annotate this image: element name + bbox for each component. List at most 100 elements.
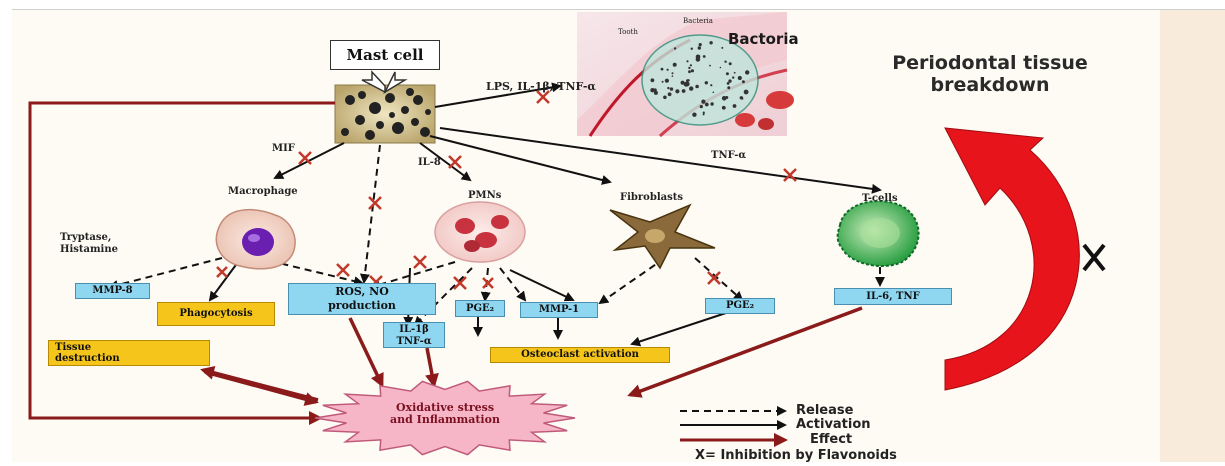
- title: Periodontal tissue breakdown: [870, 52, 1110, 96]
- mast-cell-image: [335, 85, 435, 143]
- bacterium: [732, 76, 734, 78]
- bacterium: [722, 106, 726, 110]
- mast-cell-box: Mast cell: [330, 40, 440, 70]
- il1-line-1: IL-1β: [384, 324, 444, 336]
- bacterium: [698, 46, 701, 49]
- bacterium: [733, 104, 737, 108]
- mmp8-box: MMP-8: [75, 283, 150, 299]
- bacterium: [662, 81, 664, 83]
- mif-label: MIF: [272, 143, 295, 154]
- legend-effect: Effect: [810, 432, 852, 447]
- bacterium: [742, 80, 745, 83]
- tryptase-label: Tryptase, Histamine: [60, 232, 118, 256]
- legend-release: Release: [796, 403, 853, 418]
- pge-box-b: PGE₂: [705, 298, 775, 314]
- granule: [389, 112, 395, 118]
- bacterium: [700, 105, 703, 108]
- macrophage-cell: [216, 210, 295, 269]
- granule: [355, 115, 365, 125]
- bacteria-small-label: Bacteria: [683, 17, 713, 25]
- bacteria-label: Bactoria: [728, 30, 799, 48]
- bacterium: [675, 89, 679, 93]
- osteoclast-box: Osteoclast activation: [490, 347, 670, 363]
- bacterium: [741, 97, 743, 99]
- bacterium: [726, 72, 729, 75]
- bacterium: [728, 79, 731, 82]
- bacterium: [670, 87, 673, 90]
- granule: [341, 128, 349, 136]
- bacterium: [688, 67, 690, 69]
- bacterium: [744, 90, 749, 95]
- ros-line-1: ROS, NO: [289, 285, 435, 299]
- t-cell: [838, 201, 919, 266]
- bacterium: [699, 43, 702, 46]
- bacterium: [695, 85, 699, 89]
- il1-line-2: TNF-α: [384, 336, 444, 348]
- bacterium: [709, 65, 711, 67]
- phagocytosis-box: Phagocytosis: [157, 302, 275, 326]
- granule: [425, 109, 431, 115]
- pge-box-a: PGE₂: [455, 300, 505, 317]
- granule: [376, 121, 384, 129]
- pmns-label: PMNs: [468, 190, 501, 201]
- tissue-line-2: destruction: [55, 353, 209, 364]
- tnf-label: TNF-α: [711, 150, 746, 161]
- bacterium: [703, 112, 705, 114]
- bacterium: [713, 92, 715, 94]
- oxidative-stress-label: Oxidative stress and Inflammation: [380, 402, 510, 426]
- fibroblast-cell: [610, 205, 715, 268]
- bacterium: [710, 84, 712, 86]
- bacterium: [688, 70, 691, 73]
- bacterium: [681, 81, 685, 85]
- oxidative-line-2: and Inflammation: [380, 414, 510, 426]
- bacterium: [667, 69, 669, 71]
- bacterium: [729, 62, 732, 65]
- effect-back-arrow: [205, 372, 316, 402]
- il6-box: IL-6, TNF: [834, 288, 952, 305]
- bacterium: [663, 96, 667, 100]
- tissue-destruction-box: Tissue destruction: [48, 340, 210, 366]
- fibroblasts-label: Fibroblasts: [620, 192, 683, 203]
- bacterium: [724, 61, 726, 63]
- mmp1-box: MMP-1: [520, 302, 598, 318]
- bacterium: [651, 78, 655, 82]
- bacterium: [685, 82, 690, 87]
- bacterium: [673, 63, 677, 67]
- il1-box: IL-1β TNF-α: [383, 322, 445, 348]
- bacterium: [703, 113, 705, 115]
- tryptase-line-1: Tryptase,: [60, 232, 118, 244]
- bacterium: [682, 89, 686, 93]
- bacterium: [710, 102, 713, 105]
- bacterium: [727, 86, 730, 89]
- il8-label: IL-8: [418, 157, 441, 168]
- bacterium: [690, 64, 692, 66]
- inhibition-x: [483, 278, 493, 288]
- bacterium: [696, 55, 701, 60]
- bacterium: [650, 88, 654, 92]
- tryptase-line-2: Histamine: [60, 244, 118, 256]
- bacterium: [701, 100, 705, 104]
- bacterium: [720, 67, 722, 69]
- inhibition-x: [337, 264, 349, 276]
- granule: [345, 95, 355, 105]
- tissue-line-1: Tissue: [55, 342, 209, 353]
- legend-activation: Activation: [796, 417, 871, 432]
- granule: [369, 102, 381, 114]
- title-line-2: breakdown: [870, 74, 1110, 96]
- inhibition-x: [784, 169, 796, 181]
- bacterium: [665, 79, 669, 83]
- bacterium: [709, 41, 712, 44]
- legend-inhibition: X= Inhibition by Flavonoids: [695, 448, 897, 463]
- bacterium: [672, 75, 674, 77]
- granule: [401, 106, 409, 114]
- granule: [420, 127, 430, 137]
- bacterium: [705, 81, 708, 84]
- bacterium: [686, 60, 688, 62]
- bacterium: [721, 47, 723, 49]
- bacterium: [674, 47, 676, 49]
- legend-lines: [680, 411, 785, 440]
- lps-label: LPS, IL-1β, TNF-α: [486, 80, 596, 93]
- bacterium: [691, 69, 694, 72]
- granule: [413, 95, 423, 105]
